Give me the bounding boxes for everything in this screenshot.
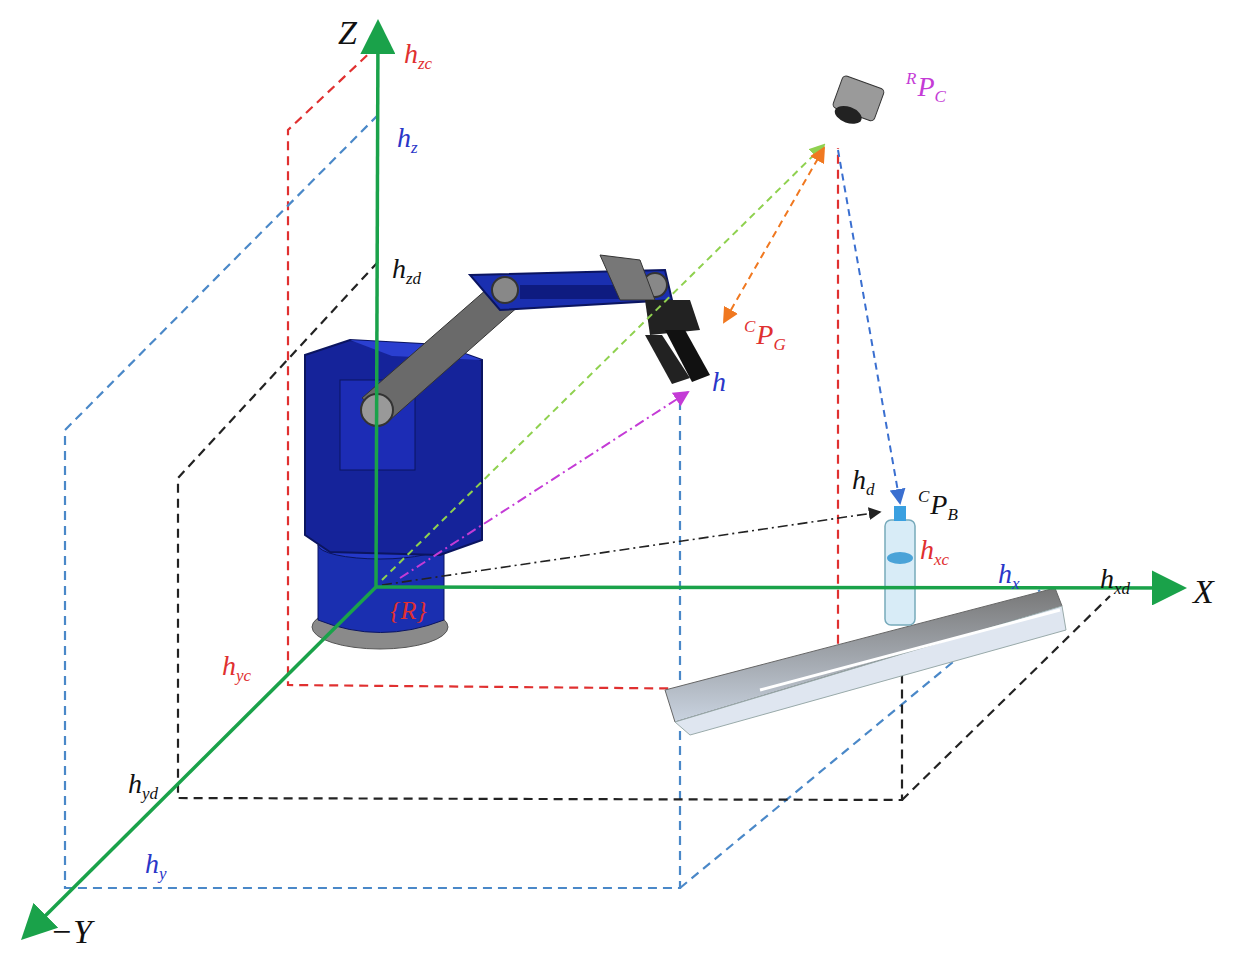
- axis-label: hx: [998, 560, 1020, 592]
- axis-label: hxd: [1100, 565, 1130, 597]
- axis-label: hd: [852, 466, 875, 498]
- axis-label: hzc: [404, 40, 432, 72]
- axis-label: X: [1193, 575, 1214, 609]
- axis-label: CPG: [744, 318, 786, 353]
- axis-label: hz: [397, 124, 418, 156]
- axis-label: CPB: [918, 488, 958, 523]
- axis-label: RPC: [906, 70, 946, 105]
- axis-label: hyd: [128, 770, 158, 802]
- axis-label: Z: [338, 16, 357, 50]
- axis-label: hy: [145, 850, 167, 882]
- axis-label: hzd: [392, 255, 421, 287]
- axis-label: −Y: [50, 915, 92, 949]
- axis-label: {R}: [390, 598, 427, 624]
- axis-label: hyc: [222, 652, 251, 684]
- axis-label: hxc: [920, 536, 949, 568]
- axis-label: h: [712, 368, 726, 396]
